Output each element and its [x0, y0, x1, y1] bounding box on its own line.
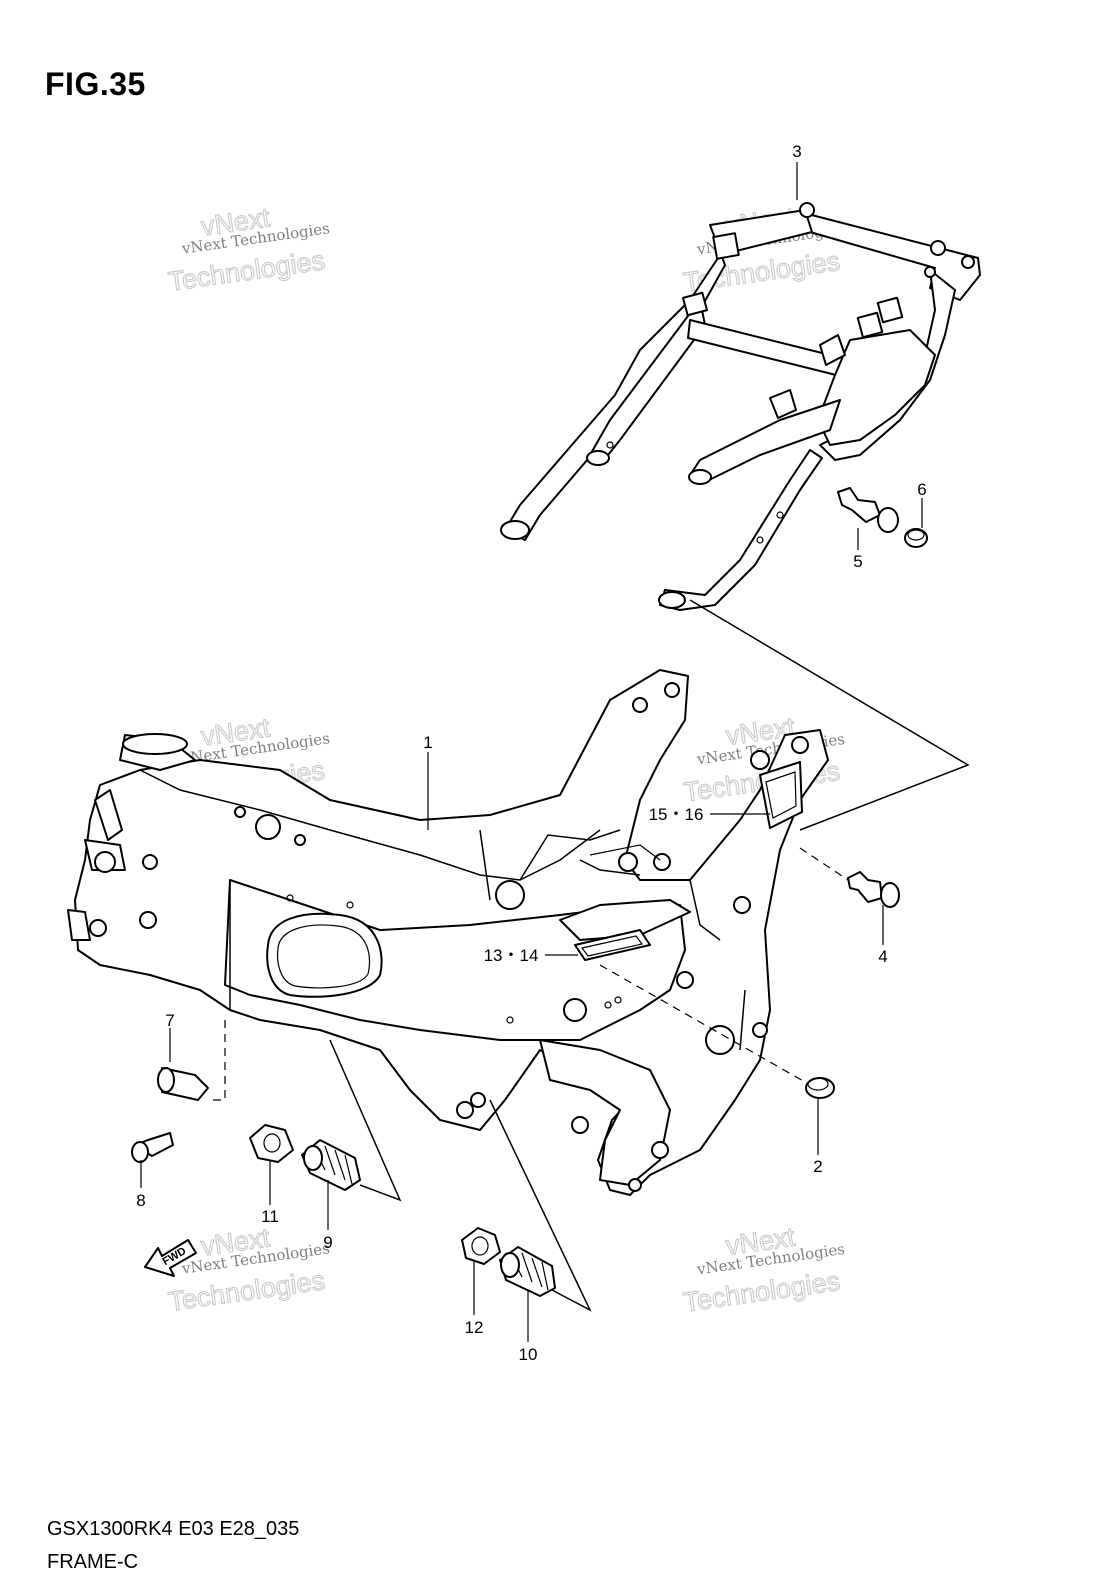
nut-part-11 [249, 1124, 294, 1163]
callout-5: 5 [853, 552, 862, 571]
bolt-4-leader [799, 847, 849, 881]
callout-2: 2 [813, 1157, 822, 1176]
callout-10: 10 [519, 1345, 538, 1364]
figure-title: FIG.35 [45, 66, 146, 102]
collar-part-7 [157, 1067, 209, 1101]
callout-7: 7 [165, 1011, 174, 1030]
cap-part-6 [904, 528, 928, 548]
callout-8: 8 [136, 1191, 145, 1210]
collar-7-leader [208, 1020, 226, 1101]
callout-9: 9 [323, 1233, 332, 1252]
callout-3: 3 [792, 142, 801, 161]
callout-12: 12 [465, 1318, 484, 1337]
main-frame [67, 669, 829, 1196]
callout-leaders [140, 162, 923, 1342]
callout-1: 1 [423, 733, 432, 752]
diagram-name: FRAME-C [47, 1551, 139, 1573]
watermark-bottom-left: vNext vNext Technologies Technologies [166, 1222, 331, 1318]
plug-2-leader [599, 964, 806, 1083]
callout-13-14: 13・14 [484, 946, 539, 965]
watermark-top-left: vNext vNext Technologies Technologies [166, 202, 331, 298]
adjuster-part-9 [301, 1139, 361, 1191]
bolt-part-4 [847, 871, 900, 908]
nut-part-12 [461, 1227, 501, 1265]
callout-15-16: 15・16 [649, 805, 704, 824]
callout-11: 11 [261, 1207, 279, 1226]
seat-rail-frame [500, 202, 981, 611]
adjuster-10-leader [489, 1099, 592, 1312]
callout-6: 6 [917, 480, 926, 499]
adjuster-part-10 [499, 1246, 556, 1297]
adjuster-9-leader [329, 1039, 402, 1202]
plug-part-2 [805, 1077, 835, 1099]
bolt-part-5 [837, 487, 899, 533]
bolt-part-8 [131, 1132, 174, 1163]
callout-4: 4 [878, 947, 887, 966]
watermark-bottom-right: vNext vNext Technologies Technologies [681, 1221, 846, 1318]
rail-mount-leader [689, 599, 970, 831]
callout-labels: 3 6 5 1 15・16 13・14 4 7 2 8 11 9 12 10 [136, 142, 926, 1364]
diagram-code: GSX1300RK4 E03 E28_035 [47, 1518, 300, 1540]
